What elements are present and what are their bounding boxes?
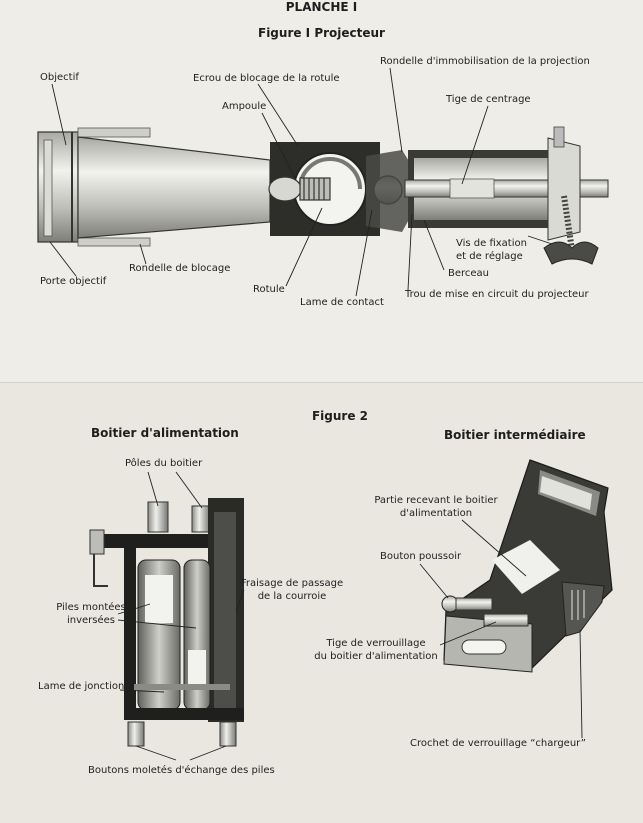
fig2-right-title: Boitier intermédiaire	[444, 428, 586, 442]
pole-right	[191, 505, 211, 533]
fig2-title: Figure 2	[311, 409, 369, 423]
label-trou-mise-en-circuit: Trou de mise en circuit du projecteur	[405, 289, 589, 300]
label-poles: Pôles du boitier	[125, 458, 203, 469]
label-partie-1: Partie recevant le boitier	[374, 495, 498, 506]
label-partie-2: d'alimentation	[399, 508, 473, 519]
label-tige-1: Tige de verrouillage	[326, 638, 426, 649]
pole-left	[147, 501, 169, 533]
bulb	[268, 176, 331, 202]
fig2-left-leader-lines	[117, 471, 245, 761]
label-vis-fixation: Vis de fixation	[456, 238, 527, 249]
label-piles-1: Piles montées	[56, 602, 126, 613]
fig2-left-title: Boitier d'alimentation	[91, 426, 239, 440]
projector-body	[77, 136, 271, 239]
label-rondelle-blocage: Rondelle de blocage	[129, 263, 231, 274]
label-et-reglage: et de réglage	[456, 251, 523, 262]
label-fraisage-1: Fraisage de passage	[240, 578, 344, 589]
label-crochet: Crochet de verrouillage “chargeur”	[410, 738, 586, 749]
label-rotule: Rotule	[253, 284, 285, 295]
label-ecrou: Ecrou de blocage de la rotule	[193, 73, 340, 84]
label-rondelle-immobilisation: Rondelle d'immobilisation de la projecti…	[380, 56, 590, 67]
label-lame-contact: Lame de contact	[300, 297, 384, 308]
label-lame-jonction: Lame de jonction	[38, 681, 125, 692]
top-bar	[100, 534, 242, 548]
label-tige-2: du boitier d'alimentation	[314, 651, 438, 662]
label-bouton-poussoir: Bouton poussoir	[380, 551, 462, 562]
label-boutons-moletes: Boutons moletés d'échange des piles	[88, 765, 275, 776]
label-objectif: Objectif	[40, 72, 79, 83]
fig2-right-leader-lines	[419, 519, 583, 739]
front-band	[77, 127, 151, 138]
receiving-slot	[492, 540, 560, 594]
label-porte-objectif: Porte objectif	[40, 276, 107, 287]
knurled-button-right	[219, 721, 237, 747]
label-piles-2: inversées	[66, 615, 116, 626]
label-tige-centrage: Tige de centrage	[446, 94, 531, 105]
label-fraisage-2: de la courroie	[257, 591, 327, 602]
label-berceau: Berceau	[448, 268, 490, 279]
plate-title: PLANCHE I	[285, 0, 358, 14]
fig1-title: Figure I Projecteur	[258, 26, 385, 40]
wing-screw	[543, 195, 599, 265]
battery-box-drawing	[89, 498, 244, 747]
fig1-leader-lines	[49, 67, 553, 297]
intermediate-box-drawing	[441, 459, 613, 673]
knurled-button-left	[127, 721, 145, 747]
projector-drawing	[37, 126, 609, 265]
label-ampoule: Ampoule	[222, 101, 267, 112]
locking-rod	[483, 613, 529, 627]
loader-hook	[561, 581, 605, 637]
